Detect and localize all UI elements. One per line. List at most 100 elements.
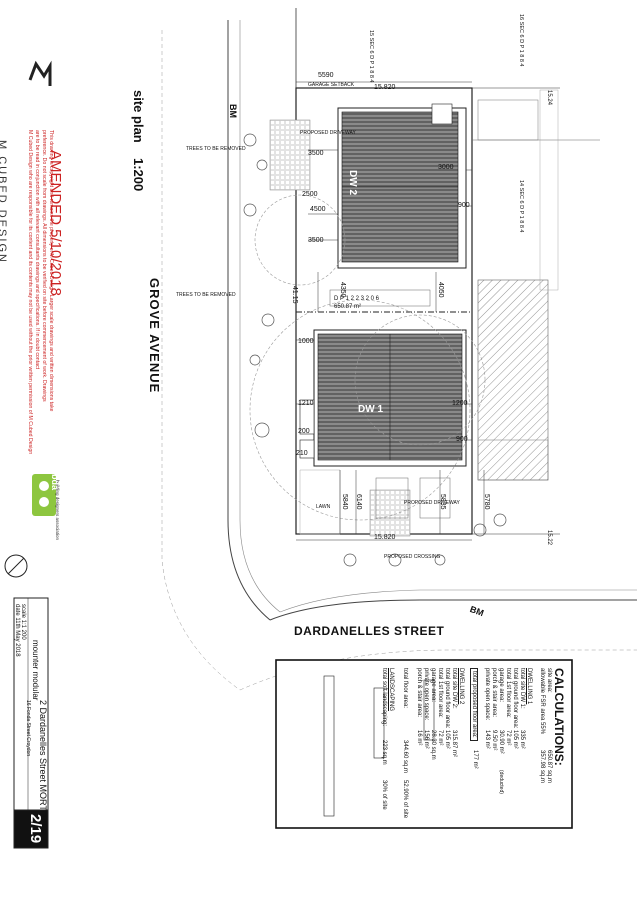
calc-landscaping-percent: 30% of site	[381, 780, 387, 810]
dim-5835: 5835	[439, 494, 446, 510]
calc-total-floor-label: total floor area:	[402, 668, 408, 709]
calc-dw1-open-label: private open space:	[484, 668, 490, 721]
calc-dw1-porch-label: porch & stair area:	[491, 668, 497, 718]
client-address: 16 Fonda Street Croydon	[25, 700, 31, 757]
dwelling-1-label: DW 1	[358, 404, 383, 415]
sheet-number: 2/19	[27, 814, 44, 844]
dim-6140: 6140	[355, 494, 362, 510]
calc-dw2-garage-label: garage area:	[430, 668, 436, 703]
dim-4115: 41.15	[291, 286, 298, 304]
dim-4350: 4350	[339, 282, 346, 298]
bda-label: bda	[50, 474, 60, 491]
calc-dw2-total-value: 315.87 m²	[451, 730, 457, 758]
calc-dw1-open-value: 143 m²	[484, 730, 490, 749]
dim-210: 210	[296, 450, 308, 457]
calc-dw2-porch-value: 16 m²	[416, 730, 422, 746]
dardanelles-street-road	[239, 589, 637, 691]
grove-avenue-road	[161, 20, 281, 691]
calc-dw2-total-label: total site DW 2:	[451, 668, 457, 709]
calc-dw1-first-value: 72 m²	[505, 730, 511, 746]
calc-dw2-ground-label: total ground floor area:	[444, 668, 450, 729]
calc-dw1-total-label: total site DW 1:	[519, 668, 525, 709]
disclaimer-line-4: M Cubed Design who are responsible for i…	[27, 130, 33, 455]
dw1-building	[299, 329, 467, 467]
calc-dw2-porch-label: porch & stair area:	[416, 668, 422, 718]
calc-fsr-value: 357.98 sq.m	[539, 750, 545, 784]
dim-4050: 4050	[437, 282, 444, 298]
dimension-lines	[296, 81, 485, 541]
calc-landscaping-label: total soft landscaping:	[381, 668, 387, 727]
calc-fsr-label: allowable FSR area 55%	[539, 668, 545, 735]
dw2-building	[337, 103, 467, 269]
calc-dw2-first-value: 72 m²	[437, 730, 443, 746]
calc-dw1-note: (deducted)	[498, 770, 504, 794]
crossing-note: PROPOSED CROSSING	[384, 554, 441, 560]
planting-beds	[329, 289, 451, 519]
client-name: mounter modular	[31, 640, 40, 701]
dim-5840: 5840	[341, 494, 348, 510]
sheet-title: site plan	[131, 90, 146, 143]
calc-dw1-first-label: total 1st floor area:	[505, 668, 511, 718]
driveway-note-2: PROPOSED DRIVEWAY	[404, 500, 460, 506]
calc-dw2-open-label: private open space:	[423, 668, 429, 721]
calc-dw1-porch-value: 9.50 m²	[491, 730, 497, 751]
calc-dw2-open-value: 156 m²	[423, 730, 429, 749]
dim-1210: 1210	[298, 400, 314, 407]
driveway-note-1: PROPOSED DRIVEWAY	[300, 130, 356, 136]
dim-3000: 3000	[438, 164, 454, 171]
brand-name: M CUBED DESIGN	[0, 140, 8, 264]
dim-4500: 4500	[310, 206, 326, 213]
dim-3500a: 3500	[308, 150, 324, 157]
calc-dw2-garage-value: 28.30 sq.m	[430, 730, 436, 760]
calc-dw2-first-label: total 1st floor area:	[437, 668, 443, 718]
disclaimer-line-3: are to be read in conjunction with all r…	[34, 130, 40, 370]
neighbour-lots	[477, 89, 559, 481]
calc-dw1-garage-label: garage area:	[498, 668, 504, 703]
benchmark-top: BM	[228, 104, 238, 118]
dim-2500: 2500	[302, 191, 318, 198]
dim-15820-top: 15.820	[374, 84, 396, 91]
trees-removed-note-1: TREES TO BE REMOVED	[186, 146, 246, 152]
garage-setback-note: GARAGE SETBACK	[308, 82, 355, 88]
calc-dw1-garage-value: 30.90 m²	[498, 730, 504, 754]
calc-dw2-heading: DWELLING 2	[458, 668, 464, 705]
dim-900a: 900	[458, 202, 470, 209]
m-cubed-logo-icon	[28, 60, 52, 86]
date-label: date 11th May 2018	[14, 604, 20, 657]
calc-total-floor-value: 344.60 sq.m	[402, 740, 408, 774]
sheet-scale: 1:200	[131, 158, 146, 192]
lot-label-16: 16 SEC 6 D P 1 8 8 4	[518, 14, 524, 67]
dp-area-label: 650.87 m²	[334, 304, 362, 310]
dp-label: D P 1 2 2 3 2 0 6	[334, 296, 379, 302]
dim-1522: 15.22	[546, 530, 552, 546]
bda-logo-icon	[32, 474, 56, 516]
calc-dw2-ground-value: 105 m²	[444, 730, 450, 749]
dim-5590: 5590	[318, 72, 334, 79]
calc-landscaping-value: 223 sq.m	[381, 740, 387, 765]
lot-label-15: 15 SEC 6 D P 1 8 8 4	[368, 30, 374, 83]
calculations-frame	[275, 659, 573, 829]
scale-label: scale 1:1 200	[20, 604, 26, 640]
calc-heading: CALCULATIONS:	[552, 668, 566, 766]
calc-total-floor-percent: 52.90% of site	[402, 780, 408, 819]
street-dardanelles: DARDANELLES STREET	[294, 624, 445, 638]
street-grove-avenue: GROVE AVENUE	[147, 278, 162, 394]
dim-900b: 900	[456, 436, 468, 443]
dim-1200: 1200	[452, 400, 468, 407]
lot-label-14: 14 SEC 6 D P 1 8 8 4	[518, 180, 524, 233]
dim-15820-bottom: 15.820	[374, 534, 396, 541]
calc-site-area-label: site area:	[546, 668, 552, 693]
calc-dw1-heading: DWELLING 1	[526, 668, 532, 705]
trees	[243, 133, 507, 567]
dim-1524: 15.24	[546, 90, 552, 106]
disclaimer-line-1: This drawing is copyright and remains th…	[48, 130, 54, 412]
north-arrow-icon	[4, 554, 28, 578]
dim-5780: 5780	[483, 494, 490, 510]
driveways	[269, 119, 411, 537]
dim-3500b: 3500	[308, 237, 324, 244]
dwelling-2-label: DW 2	[347, 170, 358, 195]
title-block-frame	[13, 597, 49, 849]
disclaimer-line-2: preference. Do not scale from drawings. …	[41, 130, 47, 402]
